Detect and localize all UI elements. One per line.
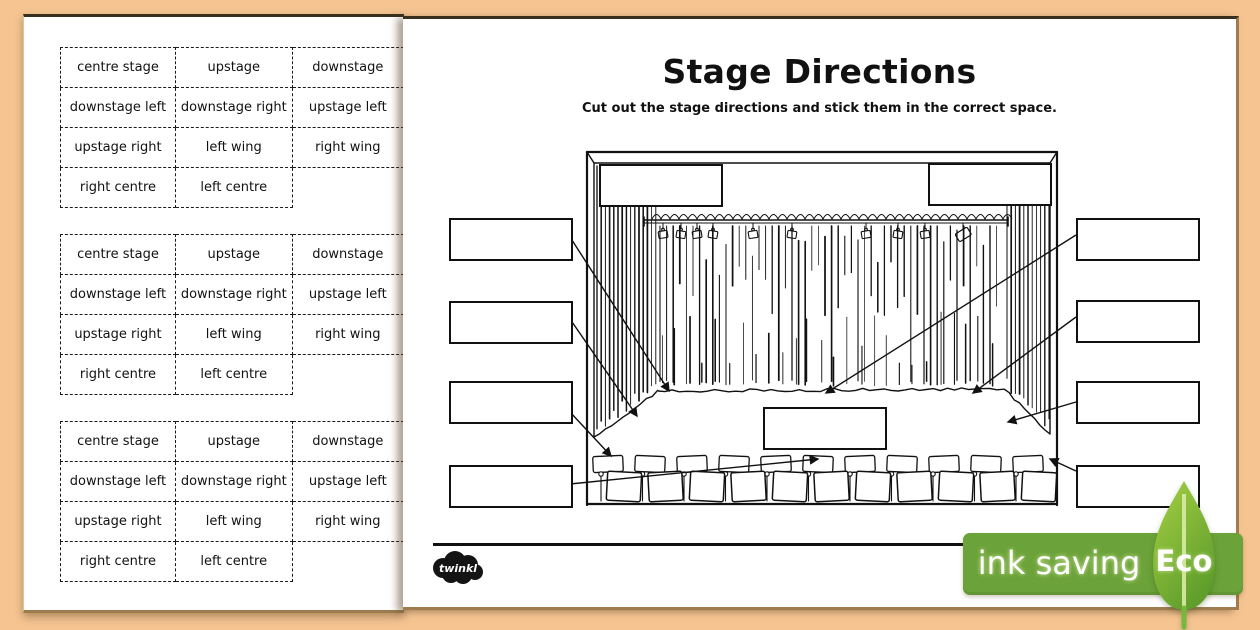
card-cell: upstage right <box>60 314 176 355</box>
footer-divider <box>433 543 1193 546</box>
card-cell: right wing <box>291 501 405 542</box>
answer-box-inside-top-right <box>928 163 1052 206</box>
instruction-text: Cut out the stage directions and stick t… <box>581 101 1057 116</box>
card-cell: left wing <box>174 127 293 168</box>
answer-box-left-2 <box>449 301 573 344</box>
card-cell: left centre <box>174 167 293 208</box>
worksheet-page: Stage Directions Cut out the stage direc… <box>403 16 1239 610</box>
card-cell: upstage right <box>60 501 176 542</box>
answer-box-centre-front <box>763 407 887 450</box>
stage-illustration <box>569 150 1077 507</box>
card-cell: right wing <box>291 314 405 355</box>
card-cell: left centre <box>174 354 293 395</box>
card-cell: right centre <box>60 541 176 582</box>
ink-saving-label: ink saving <box>977 544 1141 582</box>
eco-badge-label: Eco <box>1155 544 1213 578</box>
answer-box-left-4 <box>449 465 573 508</box>
answer-box-right-1 <box>1076 218 1200 261</box>
card-cell: upstage left <box>291 461 405 502</box>
twinkl-logo: twinkl <box>433 551 483 584</box>
card-cell: right centre <box>60 354 176 395</box>
answer-box-right-3 <box>1076 381 1200 424</box>
card-cell-empty <box>292 355 403 395</box>
card-cell: left wing <box>174 314 293 355</box>
card-cell: left wing <box>174 501 293 542</box>
card-cell: downstage <box>291 47 405 88</box>
card-cell: downstage right <box>174 274 293 315</box>
eco-leaf-icon: Eco <box>1146 478 1222 630</box>
card-cell: right centre <box>60 167 176 208</box>
card-cell: downstage <box>291 421 405 462</box>
card-cell: downstage left <box>60 274 176 315</box>
card-cell: downstage left <box>60 87 176 128</box>
answer-box-inside-top-left <box>599 164 723 207</box>
card-cell: upstage <box>174 234 293 275</box>
card-cell: upstage left <box>291 87 405 128</box>
card-cell: downstage left <box>60 461 176 502</box>
card-cell: upstage right <box>60 127 176 168</box>
page-title: Stage Directions <box>662 52 977 91</box>
card-cell: centre stage <box>60 421 176 462</box>
card-cell: upstage left <box>291 274 405 315</box>
eco-banner: ink saving Eco <box>963 481 1243 630</box>
answer-box-left-3 <box>449 381 573 424</box>
twinkl-logo-text: twinkl <box>439 562 477 575</box>
card-cell: left centre <box>174 541 293 582</box>
card-cell-empty <box>292 168 403 208</box>
answer-box-right-2 <box>1076 300 1200 343</box>
card-cell: downstage <box>291 234 405 275</box>
card-cell: centre stage <box>60 47 176 88</box>
card-cell: centre stage <box>60 234 176 275</box>
card-cell: downstage right <box>174 87 293 128</box>
answer-box-left-1 <box>449 218 573 261</box>
card-cell-empty <box>292 542 403 582</box>
card-cell: upstage <box>174 421 293 462</box>
card-cell: right wing <box>291 127 405 168</box>
card-cell: downstage right <box>174 461 293 502</box>
card-cell: upstage <box>174 47 293 88</box>
